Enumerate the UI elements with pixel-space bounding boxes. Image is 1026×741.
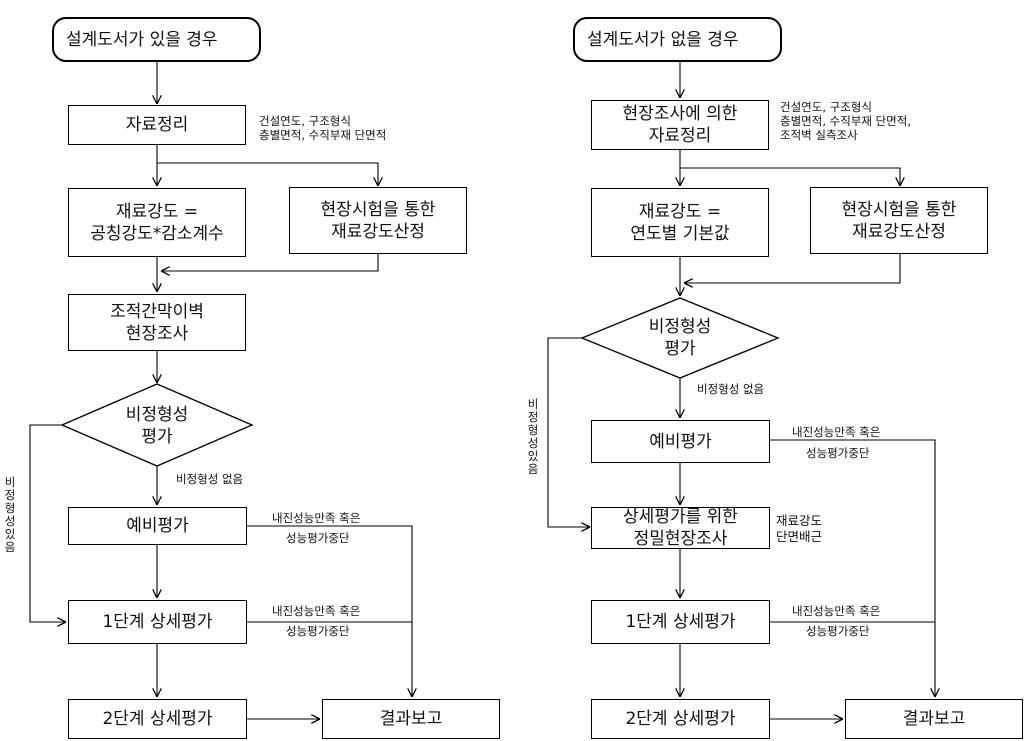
no-irregularity-label: 비정형성 없음 [697, 382, 764, 396]
result-report-box: 결과보고 [845, 699, 1023, 739]
satisfy-line: 내진성능만족 혹은 [792, 425, 881, 439]
field-data-organization-box: 현장조사에 의한 자료정리 [591, 100, 769, 150]
field-test-box: 현장시험을 통한 재료강도산정 [810, 187, 988, 254]
preliminary-evaluation-box: 예비평가 [68, 507, 247, 545]
survey-line: 상세평가를 위한 [623, 507, 738, 527]
start-label: 설계도서가 없을 경우 [587, 29, 739, 50]
arrow-prelim-to-result-left [247, 525, 412, 697]
no-irregularity-text: 비정형성 없음 [697, 382, 765, 396]
stage1-evaluation-label: 1단계 상세평가 [625, 612, 736, 632]
default-strength-box: 재료강도 = 연도별 기본값 [591, 188, 769, 257]
data-org-line: 자료정리 [648, 126, 712, 146]
arrow-data-to-fieldtest-right [680, 167, 900, 186]
satisfy-line: 성능평가중단 [806, 624, 870, 638]
satisfy-line: 내진성능만족 혹은 [272, 604, 361, 618]
data-organization-note: 건설연도, 구조형식 층별면적, 수직부재 단면적 [259, 114, 386, 142]
field-test-line: 재료강도산정 [331, 221, 425, 242]
irregularity-line: 비정형성 [648, 317, 712, 337]
data-organization-box: 자료정리 [68, 105, 246, 145]
start-without-drawings: 설계도서가 없을 경우 [573, 17, 782, 62]
field-test-line: 재료강도산정 [852, 221, 946, 242]
no-irregularity-label: 비정형성 없음 [176, 472, 243, 486]
note-line: 층별면적, 수직부재 단면적 [259, 128, 387, 142]
satisfy-line: 내진성능만족 혹은 [792, 604, 881, 618]
arrow-fieldtest-merge-left [161, 254, 379, 271]
data-org-line: 현장조사에 의한 [622, 104, 738, 124]
note-line: 건설연도, 구조형식 [259, 114, 351, 128]
satisfy-line: 내진성능만족 혹은 [272, 511, 361, 525]
has-irregularity-label: 비정형성있음 [4, 475, 16, 554]
detailed-survey-box: 상세평가를 위한 정밀현장조사 [591, 507, 770, 549]
arrow-prelim-to-result-right [770, 439, 935, 697]
irregularity-decision-right [580, 297, 780, 379]
irregularity-decision-label: 비정형성 평가 [97, 404, 217, 448]
stage2-evaluation-label: 2단계 상세평가 [102, 709, 213, 729]
note-line: 단면배근 [776, 529, 823, 544]
satisfy-note-prelim: 내진성능만족 혹은 성능평가중단 [792, 425, 880, 460]
arrow-irregularity-bypass-left [29, 424, 66, 622]
preliminary-evaluation-box: 예비평가 [591, 420, 770, 463]
arrow-fieldtest-merge-right [684, 254, 901, 283]
arrow-data-to-fieldtest-left [157, 162, 378, 186]
irregularity-line: 평가 [664, 339, 696, 359]
note-line: 조적벽 실측조사 [780, 128, 858, 142]
start-with-drawings: 설계도서가 있을 경우 [52, 17, 261, 62]
wall-survey-line: 조적간막이벽 [110, 301, 204, 322]
stage2-evaluation-label: 2단계 상세평가 [625, 709, 736, 729]
strength-line: 재료강도 = [115, 201, 199, 222]
partition-wall-survey-box: 조적간막이벽 현장조사 [68, 294, 246, 351]
preliminary-evaluation-label: 예비평가 [649, 431, 712, 452]
has-irregularity-label: 비정형성있음 [527, 397, 539, 476]
satisfy-line: 성능평가중단 [806, 446, 870, 460]
satisfy-note-stage1: 내진성능만족 혹은 성능평가중단 [792, 604, 880, 638]
no-irregularity-text: 비정형성 없음 [176, 472, 244, 486]
satisfy-line: 성능평가중단 [286, 624, 350, 638]
strength-line: 재료강도 = [638, 201, 722, 222]
preliminary-evaluation-label: 예비평가 [126, 516, 189, 536]
field-test-line: 현장시험을 통한 [841, 199, 957, 220]
irregularity-decision-left [60, 383, 254, 467]
stage2-evaluation-box: 2단계 상세평가 [68, 699, 247, 739]
satisfy-note-prelim: 내진성능만족 혹은 성능평가중단 [272, 511, 360, 545]
material-strength-box: 재료강도 = 공칭강도*감소계수 [68, 188, 246, 257]
result-report-box: 결과보고 [322, 699, 500, 739]
satisfy-note-stage1: 내진성능만족 혹은 성능평가중단 [272, 604, 360, 638]
start-label: 설계도서가 있을 경우 [66, 29, 218, 50]
field-test-box: 현장시험을 통한 재료강도산정 [289, 187, 467, 254]
stage1-evaluation-label: 1단계 상세평가 [102, 612, 213, 632]
strength-line: 연도별 기본값 [630, 223, 730, 244]
satisfy-line: 성능평가중단 [286, 531, 350, 545]
note-line: 층별면적, 수직부재 단면적, [780, 114, 912, 128]
data-organization-label: 자료정리 [125, 115, 189, 135]
irregularity-line: 비정형성 [125, 405, 189, 425]
field-data-organization-note: 건설연도, 구조형식 층별면적, 수직부재 단면적, 조적벽 실측조사 [780, 100, 911, 142]
stage1-evaluation-box: 1단계 상세평가 [68, 600, 247, 644]
arrow-irregularity-bypass-right [547, 337, 590, 527]
result-report-label: 결과보고 [902, 709, 966, 729]
field-test-line: 현장시험을 통한 [320, 199, 436, 220]
wall-survey-line: 현장조사 [125, 323, 189, 344]
note-line: 재료강도 [776, 513, 823, 528]
note-line: 건설연도, 구조형식 [780, 100, 872, 114]
detailed-survey-note: 재료강도 단면배근 [776, 513, 822, 545]
irregularity-line: 평가 [141, 427, 173, 447]
result-report-label: 결과보고 [379, 709, 443, 729]
stage2-evaluation-box: 2단계 상세평가 [591, 699, 770, 739]
stage1-evaluation-box: 1단계 상세평가 [591, 600, 770, 644]
survey-line: 정밀현장조사 [633, 529, 728, 549]
irregularity-decision-label: 비정형성 평가 [620, 316, 740, 360]
strength-line: 공칭강도*감소계수 [90, 223, 224, 244]
